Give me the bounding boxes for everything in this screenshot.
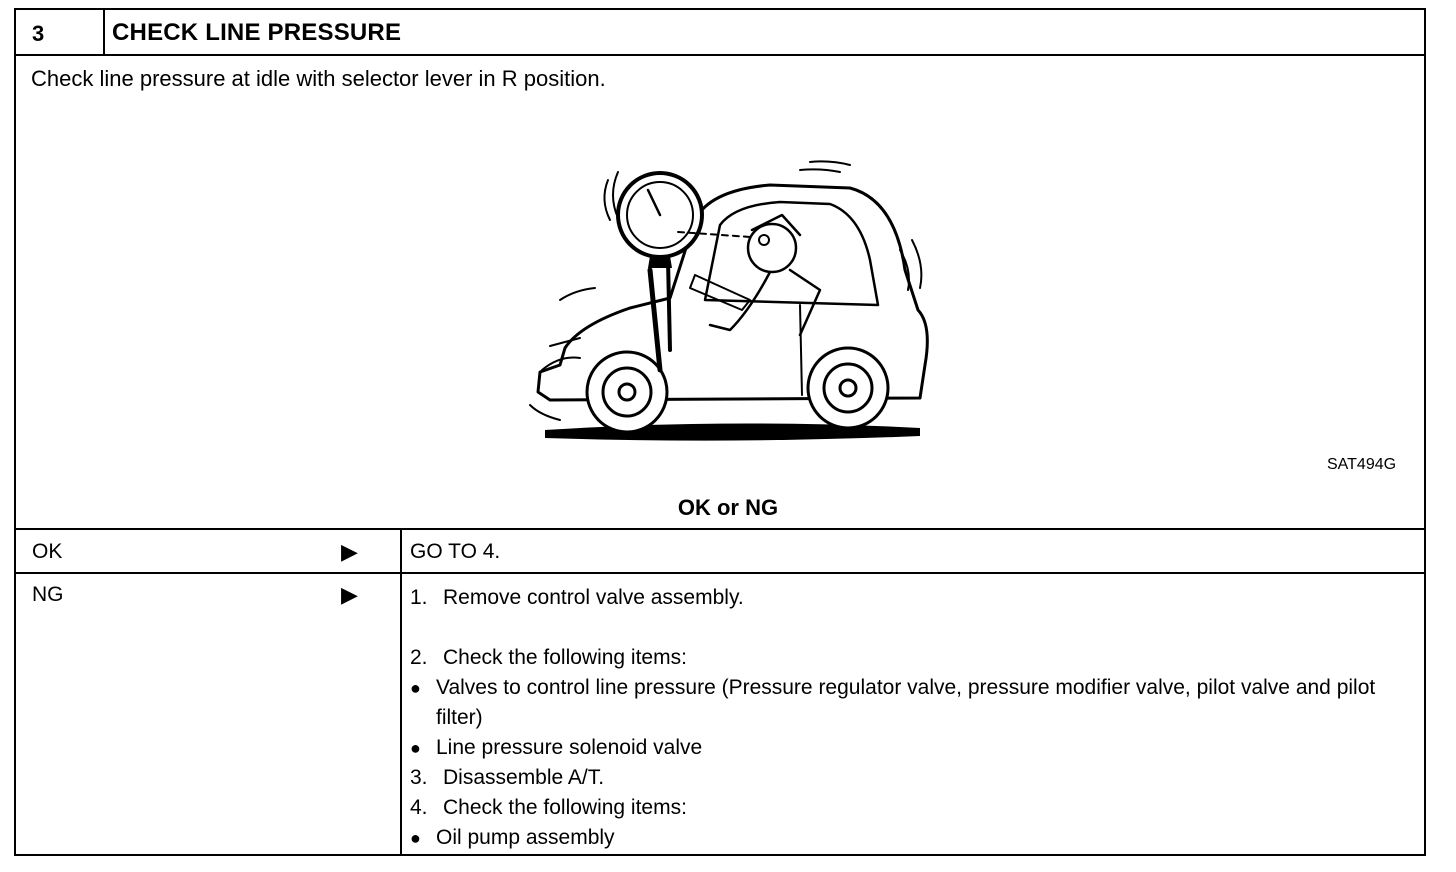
action-text: Line pressure solenoid valve <box>436 736 703 759</box>
list-item: ● Line pressure solenoid valve <box>410 733 1410 763</box>
action-text: Check the following items: <box>443 796 687 819</box>
figure-id: SAT494G <box>1327 456 1397 473</box>
arrow-icon: ▶ <box>341 582 358 607</box>
condition-ng: NG <box>32 583 64 606</box>
action-text: Check the following items: <box>443 646 687 669</box>
procedure-table <box>14 8 1426 856</box>
arrow-icon: ▶ <box>341 539 358 564</box>
result-column-divider <box>400 529 402 856</box>
instruction-text: Check line pressure at idle with selecto… <box>31 66 606 91</box>
list-item: 4. Check the following items: <box>410 793 1410 823</box>
list-item: 3. Disassemble A/T. <box>410 763 1410 793</box>
action-text: Valves to control line pressure (Pressur… <box>436 676 1376 729</box>
step-marker: 4. <box>410 796 428 819</box>
step-number: 3 <box>32 21 45 46</box>
result-ok: GO TO 4. <box>410 540 501 563</box>
pressure-gauge-car-illustration <box>529 160 929 441</box>
condition-ok: OK <box>32 540 63 563</box>
bullet-icon: ● <box>410 678 421 698</box>
step-marker: 1. <box>410 586 428 609</box>
list-item: 2. Check the following items: <box>410 643 1410 673</box>
decision-divider <box>14 528 1426 530</box>
ng-action-list: 1. Remove control valve assembly. 2. Che… <box>410 583 1410 853</box>
list-item: 1. Remove control valve assembly. <box>410 583 1410 613</box>
step-marker: 3. <box>410 766 428 789</box>
bullet-icon: ● <box>410 738 421 758</box>
action-text: Disassemble A/T. <box>443 766 605 789</box>
step-marker: 2. <box>410 646 428 669</box>
header-divider <box>14 54 1426 56</box>
list-item: ● Valves to control line pressure (Press… <box>410 673 1410 733</box>
list-item: ● Oil pump assembly <box>410 823 1410 853</box>
bullet-icon: ● <box>410 828 421 848</box>
decision-label: OK or NG <box>677 495 779 520</box>
action-text: Remove control valve assembly. <box>443 586 744 609</box>
step-title: CHECK LINE PRESSURE <box>112 19 402 46</box>
row-divider <box>14 572 1426 574</box>
action-text: Oil pump assembly <box>436 826 615 849</box>
step-number-divider <box>103 8 105 55</box>
